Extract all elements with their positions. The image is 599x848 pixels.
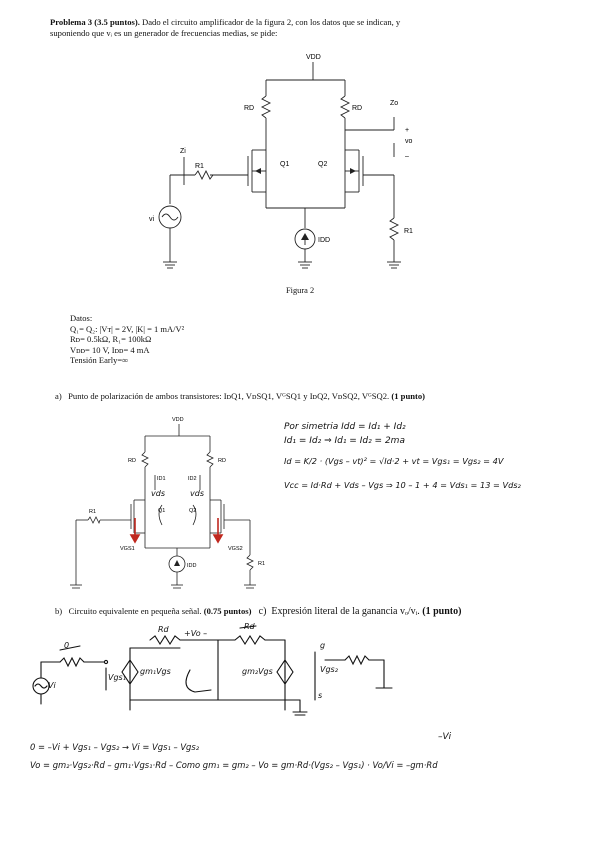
datos-heading: Datos: — [70, 313, 93, 323]
question-c-text: Expresión literal de la ganancia vₒ/vᵢ. — [271, 606, 420, 617]
hw-c-line-1: 0 = –Vi + Vgs₁ – Vgs₂ → Vi = Vgs₁ – Vgs₂ — [30, 742, 200, 752]
sketch-rd-right-label: Rd — [244, 622, 256, 631]
question-a: a) Punto de polarización de ambos transi… — [55, 391, 585, 402]
fig2-idd-label: IDD — [318, 237, 330, 244]
figa-q2-label: Q2 — [189, 508, 196, 514]
figa-id1-label: ID1 — [157, 476, 166, 482]
sketch-vgs2-label: Vgs₂ — [320, 665, 339, 674]
handwriting-a: Por simetria Idd = Id₁ + Id₂ Id₁ = Id₂ ⇒… — [284, 420, 594, 492]
question-b-points: (0.75 puntos) — [203, 606, 252, 616]
fig2-r1-in-label: R1 — [195, 163, 204, 170]
question-b-letter: b) — [55, 606, 63, 616]
fig2-rd-left-label: RD — [244, 105, 254, 112]
hw-a-line-2: Id₁ = Id₂ ⇒ Id₁ = Id₂ = 2ma — [284, 436, 405, 446]
figa-q1-label: Q1 — [158, 508, 165, 514]
hw-a-line-3: Id = K/2 · (Vgs – vt)² = √Id·2 + vt = Vg… — [284, 456, 504, 466]
figa-id2-label: ID2 — [188, 476, 197, 482]
sketch-vo-label: +Vo – — [184, 629, 207, 638]
hw-c-annot: –Vi — [438, 732, 452, 742]
figure-2-caption: Figura 2 — [286, 286, 315, 295]
sketch-r0-label: 0 — [64, 641, 69, 650]
figa-rd-left-label: RD — [128, 458, 136, 464]
figa-vds-right-label: vds — [190, 489, 204, 498]
question-a-text: Punto de polarización de ambos transisto… — [68, 391, 390, 401]
datos-line-3: Vᴅᴅ= 10 V, Iᴅᴅ= 4 mA — [70, 344, 150, 355]
sketch-gm-vgs-label: gm₁Vgs — [140, 667, 171, 676]
fig2-q1-label: Q1 — [280, 161, 289, 168]
fig2-vo-label: vo — [405, 138, 413, 145]
fig2-vdd-label: VDD — [306, 54, 321, 61]
figa-r1-out-label: R1 — [258, 561, 265, 567]
question-b-text: Circuito equivalente en pequeña señal. — [68, 606, 202, 616]
question-c-points: (1 punto) — [422, 606, 462, 617]
statement-line-1: Dado el circuito amplificador de la figu… — [142, 17, 401, 27]
questions-b-c: b) Circuito equivalente en pequeña señal… — [55, 606, 595, 617]
fig2-r1-out-label: R1 — [404, 228, 413, 235]
fig2-zo-label: Zo — [390, 100, 398, 107]
problem-statement: Problema 3 (3.5 puntos). Dado el circuit… — [50, 17, 570, 39]
statement-line-2: suponiendo que vᵢ es un generador de fre… — [50, 28, 278, 38]
datos-line-1: Q₁= Q₂: |Vᴛ| = 2V, |K| = 1 mA/V² — [70, 323, 185, 334]
problem-title: Problema 3 (3.5 puntos). — [50, 17, 140, 27]
fig2-plus-label: + — [405, 127, 409, 134]
sketch-gm-vgs2-label: gm₂Vgs — [242, 667, 273, 676]
figa-vgs2-label: VGS2 — [228, 546, 243, 552]
hw-a-line-1: Por simetria Idd = Id₁ + Id₂ — [284, 422, 406, 432]
figa-vds-left-label: vds — [151, 489, 165, 498]
datos-block: Datos: Q₁= Q₂: |Vᴛ| = 2V, |K| = 1 mA/V² … — [70, 313, 184, 366]
sketch-vgs1-label: Vgs₁ — [108, 673, 126, 682]
hw-a-line-4: Vcc = Id·Rd + Vds – Vgs ⇒ 10 – 1 + 4 = V… — [284, 480, 521, 490]
figa-rd-right-label: RD — [218, 458, 226, 464]
fig2-rd-right-label: RD — [352, 105, 362, 112]
sketch-g-label: g — [320, 641, 325, 650]
figa-idd-label: IDD — [187, 563, 197, 569]
sketch-rd-left-label: Rd — [158, 625, 170, 634]
figa-vgs1-label: VGS1 — [120, 546, 135, 552]
datos-line-2: Rᴅ= 0.5kΩ, R₁= 100kΩ — [70, 334, 152, 345]
figa-r1-in-label: R1 — [89, 509, 96, 515]
sketch-vi-label: Vi — [48, 681, 56, 690]
handwriting-c: 0 = –Vi + Vgs₁ – Vgs₂ → Vi = Vgs₁ – Vgs₂… — [30, 738, 590, 774]
figa-vdd-label: VDD — [172, 417, 184, 423]
datos-line-4: Tensión Early=∞ — [70, 355, 129, 366]
fig2-q2-label: Q2 — [318, 161, 327, 168]
fig2-minus-label: – — [405, 153, 409, 160]
fig2-vi-label: vi — [149, 216, 155, 223]
question-a-letter: a) — [55, 391, 62, 401]
sketch-s-label: s — [318, 691, 322, 700]
fig2-zi-label: Zi — [180, 148, 186, 155]
question-c-letter: c) — [258, 606, 267, 617]
question-a-points: (1 punto) — [391, 391, 426, 401]
hw-c-line-2: Vo = gm₂·Vgs₂·Rd – gm₁·Vgs₁·Rd – Como gm… — [30, 760, 438, 770]
